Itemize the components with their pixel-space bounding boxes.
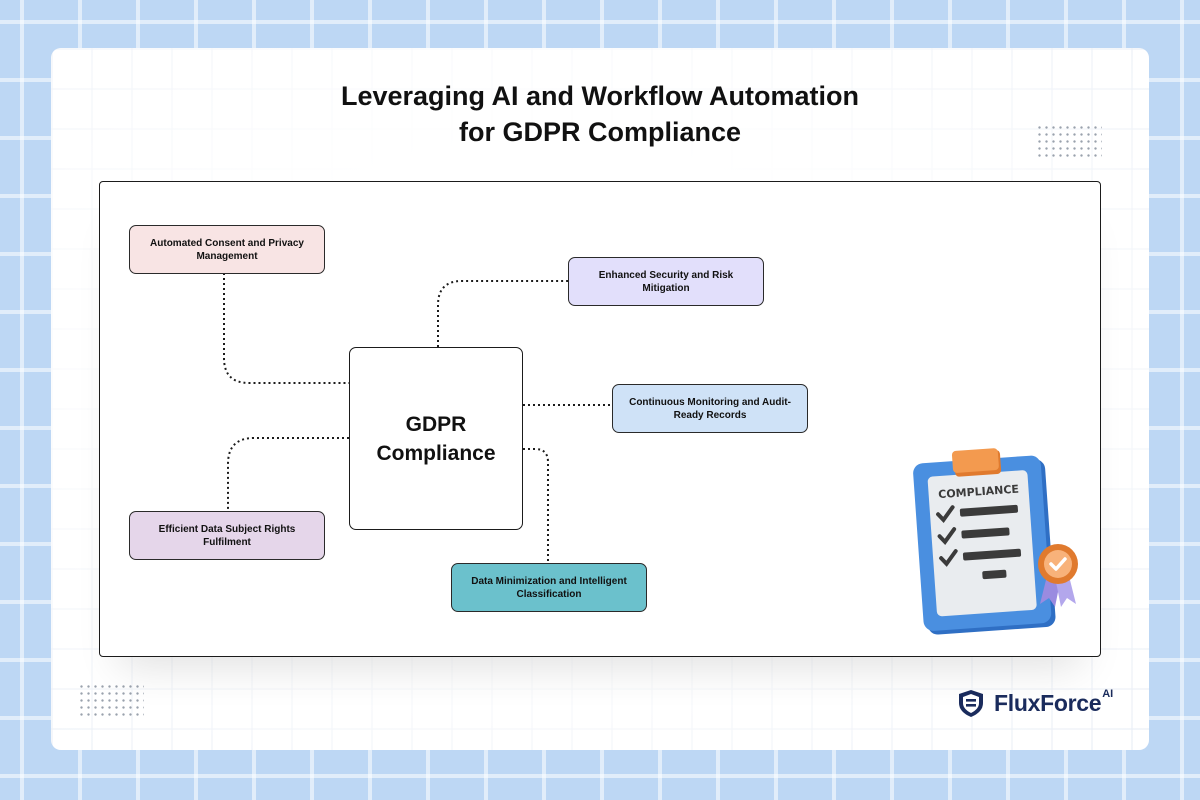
node-label: Enhanced Security and Risk Mitigation (598, 269, 734, 294)
brand-name: FluxForce (994, 689, 1102, 716)
node-security-risk: Enhanced Security and Risk Mitigation (568, 257, 764, 306)
brand-superscript: AI (1102, 688, 1114, 700)
node-label: Data Minimization and Intelligent Classi… (471, 575, 627, 600)
shield-logo-icon (959, 690, 983, 717)
compliance-clipboard-icon: COMPLIANCE (913, 448, 1078, 635)
center-node-gdpr: GDPR Compliance (349, 347, 523, 530)
brand-logo: FluxForce AI (956, 688, 1113, 718)
node-label: Continuous Monitoring and Audit-Ready Re… (629, 396, 791, 421)
node-label: Efficient Data Subject Rights Fulfilment (158, 523, 296, 548)
page-title: Leveraging AI and Workflow Automation fo… (0, 78, 1200, 150)
node-monitoring-audit: Continuous Monitoring and Audit-Ready Re… (612, 384, 808, 433)
center-label: GDPR Compliance (376, 412, 496, 465)
illustration-label: COMPLIANCE (938, 483, 1020, 502)
node-consent-management: Automated Consent and Privacy Management (129, 225, 325, 274)
node-data-subject-rights: Efficient Data Subject Rights Fulfilment (129, 511, 325, 560)
node-data-minimization: Data Minimization and Intelligent Classi… (451, 563, 647, 612)
title-line-1: Leveraging AI and Workflow Automation (340, 81, 860, 111)
dot-pattern-bottom-left (78, 683, 144, 719)
dot-pattern-top-right (1036, 124, 1102, 160)
title-line-2: for GDPR Compliance (458, 117, 742, 147)
node-label: Automated Consent and Privacy Management (150, 237, 304, 262)
